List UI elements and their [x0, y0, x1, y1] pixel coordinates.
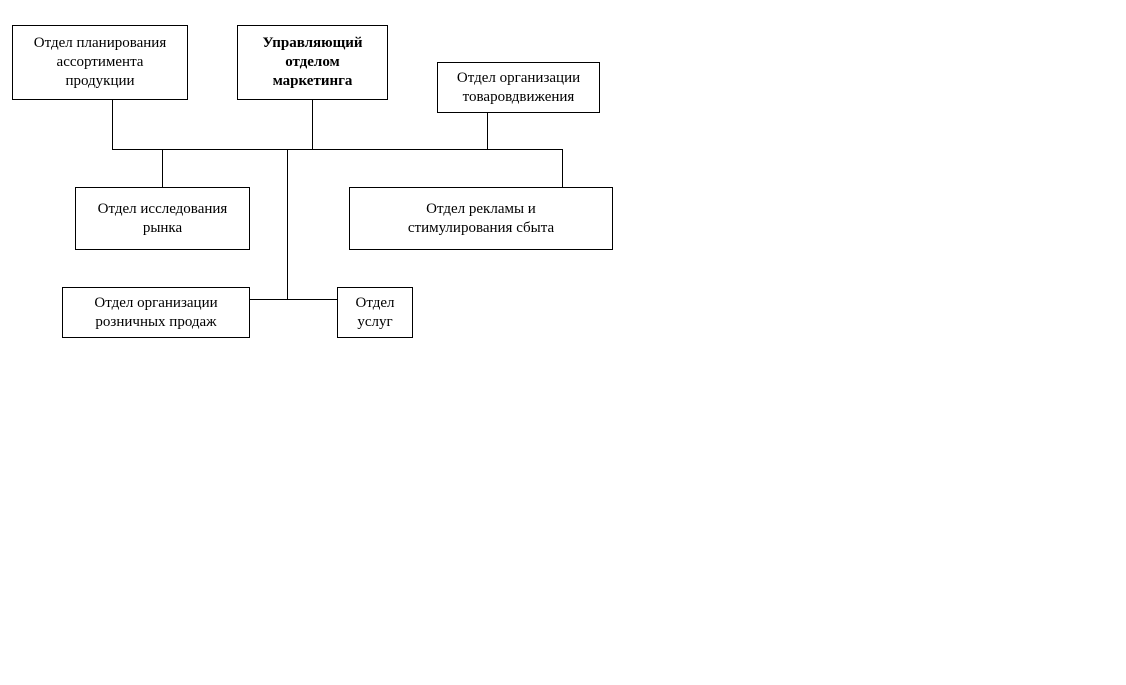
connector-advertising [562, 149, 563, 187]
connector-assortment [112, 99, 113, 150]
connector-head [312, 99, 313, 150]
node-marketing-head: Управляющий отделом маркетинга [237, 25, 388, 100]
node-market-research: Отдел исследования рынка [75, 187, 250, 250]
node-advertising: Отдел рекламы и стимулирования сбыта [349, 187, 613, 250]
connector-trunk-down [287, 149, 288, 300]
node-distribution: Отдел организации товаровдвижения [437, 62, 600, 113]
connector-distribution [487, 112, 488, 150]
node-services: Отдел услуг [337, 287, 413, 338]
node-retail-sales: Отдел организации розничных продаж [62, 287, 250, 338]
connector-main-bus [112, 149, 563, 150]
connector-research [162, 149, 163, 187]
connector-bottom-branch [249, 299, 338, 300]
node-assortment-planning: Отдел планирования ассортимента продукци… [12, 25, 188, 100]
